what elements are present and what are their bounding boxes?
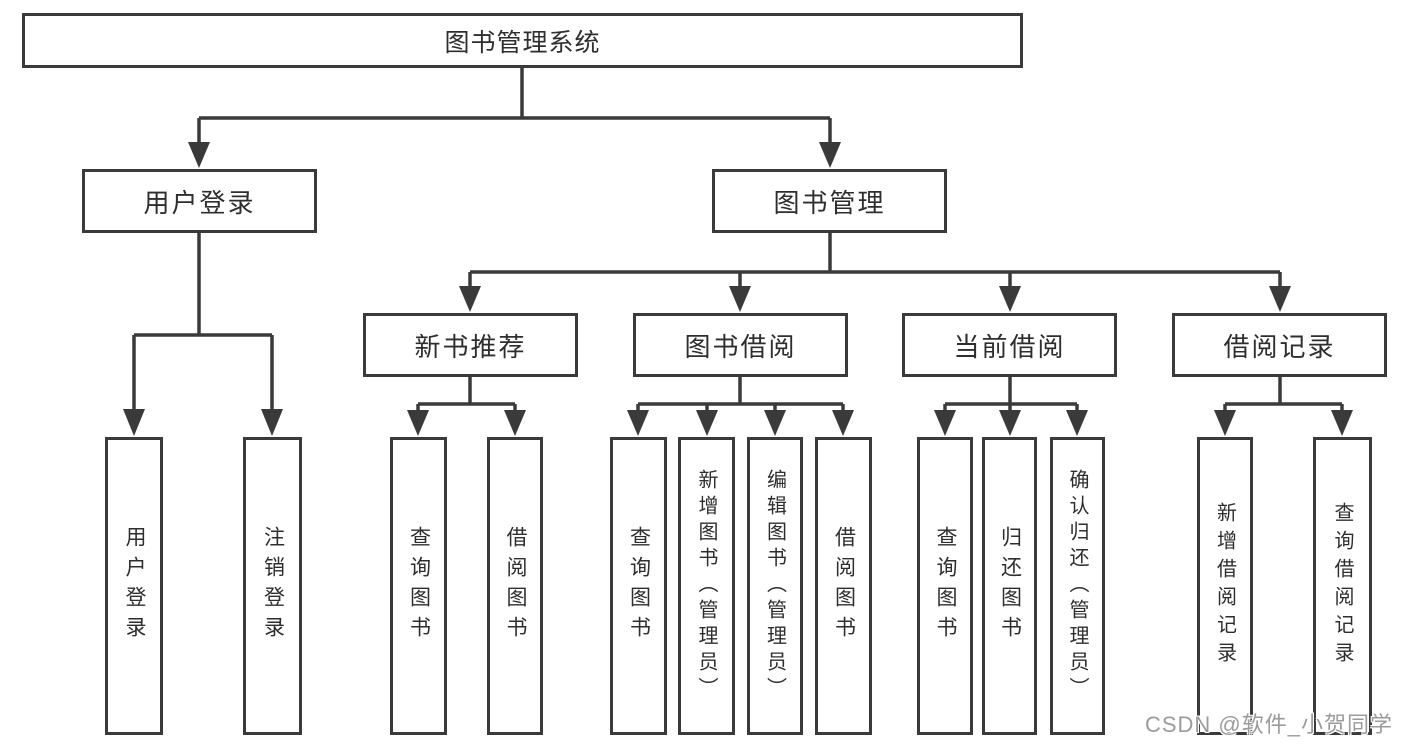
node-leaf-return-books: 归还图书 bbox=[982, 437, 1037, 735]
node-leaf-add-books-admin: 新增图书（管理员） bbox=[678, 437, 735, 735]
node-book-mgmt: 图书管理 bbox=[712, 169, 947, 233]
node-leaf-edit-books-admin: 编辑图书（管理员） bbox=[747, 437, 803, 735]
arrowhead bbox=[504, 410, 526, 436]
arrowhead bbox=[1066, 410, 1088, 436]
arrowhead bbox=[729, 286, 751, 312]
arrowhead bbox=[407, 410, 429, 436]
arrowhead bbox=[696, 410, 718, 436]
arrowhead bbox=[832, 410, 854, 436]
arrowhead bbox=[188, 142, 210, 168]
node-leaf-query-books-3: 查询图书 bbox=[917, 437, 973, 735]
arrowhead bbox=[1331, 410, 1353, 436]
node-leaf-borrow-books-1: 借阅图书 bbox=[487, 437, 543, 735]
connector-current-borrow-to-leaves bbox=[934, 377, 1088, 436]
connector-book-mgmt-to-level3 bbox=[459, 233, 1291, 312]
connector-root-to-level2 bbox=[188, 66, 841, 168]
node-root: 图书管理系统 bbox=[22, 13, 1023, 68]
node-current-borrow: 当前借阅 bbox=[902, 313, 1117, 377]
arrowhead bbox=[819, 142, 841, 168]
arrowhead bbox=[999, 286, 1021, 312]
node-borrow-records: 借阅记录 bbox=[1172, 313, 1387, 377]
node-leaf-confirm-return-admin: 确认归还（管理员） bbox=[1050, 437, 1105, 735]
arrowhead bbox=[123, 409, 145, 436]
node-leaf-query-books-2: 查询图书 bbox=[610, 437, 667, 735]
connector-new-books-to-leaves bbox=[407, 377, 526, 436]
arrowhead bbox=[459, 286, 481, 312]
node-leaf-add-borrow-record: 新增借阅记录 bbox=[1197, 437, 1253, 735]
node-leaf-user-login: 用户登录 bbox=[105, 437, 163, 735]
csdn-watermark: CSDN @软件_小贺同学 bbox=[1144, 712, 1393, 737]
node-leaf-logout: 注销登录 bbox=[243, 437, 302, 735]
arrowhead bbox=[1214, 410, 1236, 436]
connector-borrow-records-to-leaves bbox=[1214, 377, 1353, 436]
arrowhead bbox=[627, 410, 649, 436]
node-book-borrow: 图书借阅 bbox=[633, 313, 848, 377]
arrowhead bbox=[934, 410, 956, 436]
arrowhead bbox=[261, 409, 283, 436]
node-leaf-query-borrow-record: 查询借阅记录 bbox=[1313, 437, 1372, 735]
arrowhead bbox=[764, 410, 786, 436]
node-leaf-query-books-1: 查询图书 bbox=[390, 437, 447, 735]
node-user-login: 用户登录 bbox=[82, 169, 317, 233]
connector-user-login-to-leaves bbox=[123, 233, 283, 436]
arrowhead bbox=[1269, 286, 1291, 312]
node-new-books: 新书推荐 bbox=[363, 313, 578, 377]
node-leaf-borrow-books-2: 借阅图书 bbox=[815, 437, 872, 735]
arrowhead bbox=[999, 410, 1021, 436]
connector-book-borrow-to-leaves bbox=[627, 377, 854, 436]
